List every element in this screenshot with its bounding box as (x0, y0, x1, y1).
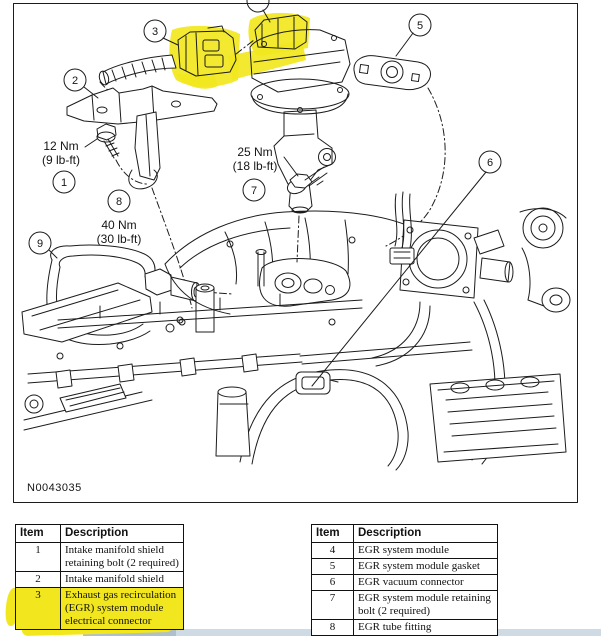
svg-text:6: 6 (487, 157, 493, 169)
egr-electrical-connector-art (177, 25, 255, 77)
item-number: 8 (311, 619, 354, 636)
manifold-shield-art (66, 85, 218, 309)
svg-text:5: 5 (417, 20, 423, 32)
item-number: 1 (15, 542, 61, 572)
item-description: EGR system module retaining bolt (2 requ… (353, 590, 498, 620)
torque-12nm-lbft: (9 lb-ft) (42, 153, 80, 167)
torque-25nm: 25 Nm (237, 145, 272, 159)
torque-40nm-lbft: (30 lb-ft) (97, 232, 142, 246)
svg-text:7: 7 (251, 185, 257, 197)
table-row: 2 Intake manifold shield (15, 571, 184, 588)
item-description: Intake manifold shield retaining bolt (2… (60, 542, 184, 572)
callout-5: 5 (408, 13, 432, 37)
item-header: Item (311, 524, 354, 543)
table-row-highlighted: 3 Exhaust gas recirculation (EGR) system… (15, 587, 184, 630)
svg-text:2: 2 (72, 75, 78, 87)
svg-text:9: 9 (37, 238, 43, 250)
parts-table-right: Item Description 4 EGR system module 5 E… (311, 524, 498, 636)
item-description: EGR tube fitting (353, 619, 498, 636)
module-bolt-art (283, 156, 328, 195)
item-description: EGR system module gasket (353, 558, 498, 575)
item-number: 7 (311, 590, 354, 620)
item-number: 3 (15, 587, 61, 630)
callout-1: 1 (52, 170, 76, 194)
torque-12nm: 12 Nm (43, 139, 78, 153)
table-row: 8 EGR tube fitting (311, 619, 498, 636)
item-description: EGR system module (353, 542, 498, 559)
table-row: 6 EGR vacuum connector (311, 574, 498, 591)
egr-diagram-svg: 1 2 3 5 6 7 8 9 (13, 0, 578, 503)
callout-leaders (48, 9, 414, 259)
table-header-row: Item Description (311, 524, 498, 543)
callout-2: 2 (63, 68, 87, 92)
callout-7: 7 (242, 178, 266, 202)
description-header: Description (353, 524, 498, 543)
item-number: 2 (15, 571, 61, 588)
item-description: EGR vacuum connector (353, 574, 498, 591)
svg-text:3: 3 (152, 26, 158, 38)
engine-assembly-art (21, 191, 571, 471)
item-number: 4 (311, 542, 354, 559)
svg-text:1: 1 (61, 177, 67, 189)
diagram-border-frame (13, 3, 578, 503)
callout-4-partial (246, 0, 270, 13)
item-number: 5 (311, 558, 354, 575)
vacuum-connector-art (295, 171, 487, 395)
engine-diagram: 1 2 3 5 6 7 8 9 (13, 0, 578, 503)
item-header: Item (15, 524, 61, 543)
shield-bolt-art (84, 123, 149, 185)
item-number: 6 (311, 574, 354, 591)
table-row: 4 EGR system module (311, 542, 498, 559)
torque-40nm: 40 Nm (101, 218, 136, 232)
description-header: Description (60, 524, 184, 543)
item-description: Intake manifold shield (60, 571, 184, 588)
callout-9: 9 (28, 231, 52, 255)
callout-8: 8 (107, 189, 131, 213)
svg-text:8: 8 (116, 196, 122, 208)
callout-3: 3 (143, 19, 167, 43)
table-row: 1 Intake manifold shield retaining bolt … (15, 542, 184, 572)
torque-25nm-lbft: (18 lb-ft) (233, 159, 278, 173)
egr-gasket-art (353, 55, 446, 247)
callouts: 1 2 3 5 6 7 8 9 (28, 0, 502, 255)
figure-id-label: N0043035 (27, 482, 82, 494)
table-row: 5 EGR system module gasket (311, 558, 498, 575)
callout-6: 6 (478, 150, 502, 174)
table-header-row: Item Description (15, 524, 184, 543)
torque-labels: 12 Nm (9 lb-ft) 25 Nm (18 lb-ft) 40 Nm (… (42, 139, 277, 246)
table-row: 7 EGR system module retaining bolt (2 re… (311, 590, 498, 620)
item-description: Exhaust gas recirculation (EGR) system m… (60, 587, 184, 630)
egr-module-art (249, 14, 351, 214)
parts-table-left: Item Description 1 Intake manifold shiel… (15, 524, 184, 630)
